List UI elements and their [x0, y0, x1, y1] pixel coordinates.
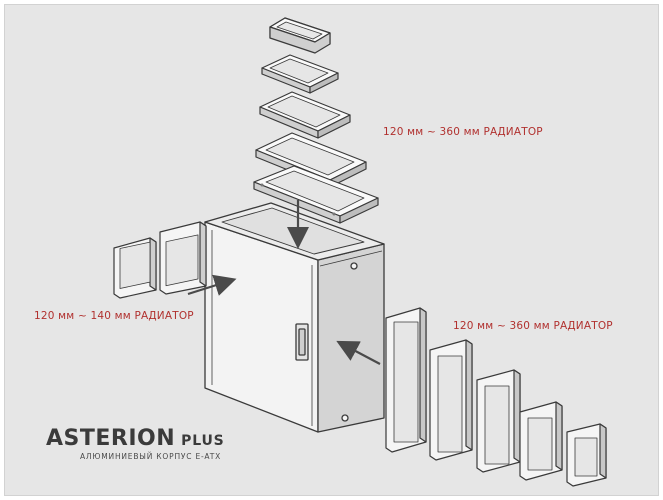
brand-subtitle: АЛЮМИНИЕВЫЙ КОРПУС E-ATX: [80, 452, 222, 461]
side-radiator-pair-icon: [113, 221, 207, 299]
arrow-left-icon: [336, 340, 381, 365]
top-radiator-stack-icon: [253, 17, 379, 224]
top-radiator-label: 120 мм ~ 360 мм РАДИАТОР: [383, 126, 543, 138]
brand-suffix: PLUS: [181, 433, 225, 449]
front-radiator-row-icon: [385, 307, 607, 487]
brand-title: ASTERION PLUS: [46, 426, 225, 451]
direction-arrows: [187, 200, 381, 365]
front-radiator-label: 120 мм ~ 360 мм РАДИАТОР: [453, 320, 613, 332]
brand-name: ASTERION: [46, 426, 176, 451]
arrow-right-icon: [187, 274, 237, 296]
side-radiator-label: 120 мм ~ 140 мм РАДИАТОР: [34, 310, 194, 322]
pc-case-icon: [204, 202, 385, 433]
